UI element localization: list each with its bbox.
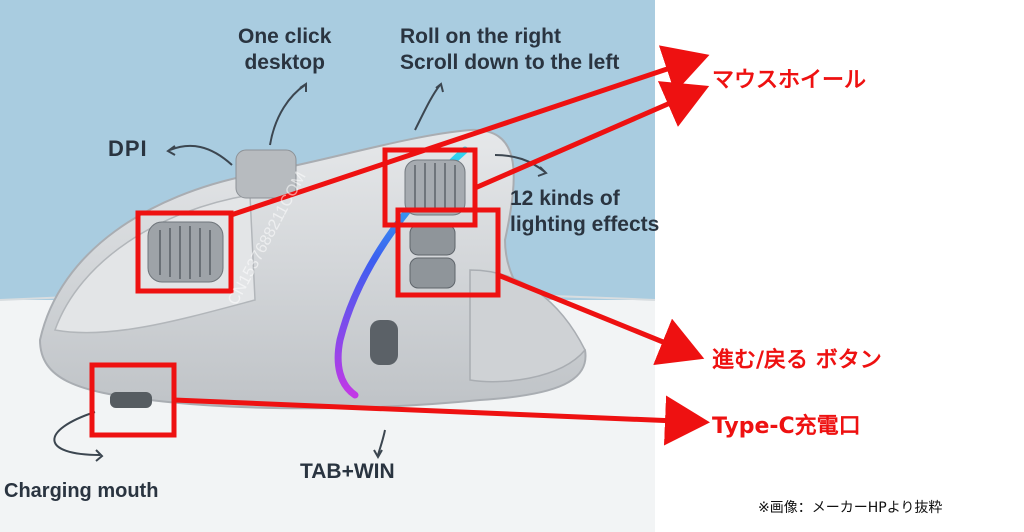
charging-mouth-label: Charging mouth xyxy=(4,480,159,502)
tab-win-callout-arrow xyxy=(377,429,386,456)
charging-arrowhead xyxy=(95,449,104,462)
tab-win-label: TAB+WIN xyxy=(300,460,395,483)
type-c-port-annotation: Type-C充電口 xyxy=(712,414,861,439)
mouse-wheel-annotation: マウスホイール xyxy=(712,68,867,93)
charging-callout-arrow xyxy=(53,411,101,456)
thumb-rest xyxy=(469,269,586,383)
red-arrow-wheel-left xyxy=(230,45,710,218)
lighting-effects-label: 12 kinds of lighting effects xyxy=(510,187,660,236)
highlight-left-wheel xyxy=(135,210,234,294)
one-click-arrowhead xyxy=(299,82,307,92)
one-click-desktop-label: One click desktop xyxy=(238,25,332,74)
red-arrow-wheel-right xyxy=(474,81,710,191)
forward-back-button-annotation: 進む/戻る ボタン xyxy=(712,348,882,373)
image-credit-note: ※画像：メーカーHPより抜粋 xyxy=(758,500,943,516)
dpi-callout-arrow xyxy=(169,144,233,166)
type-c-port-shape xyxy=(110,392,152,408)
roll-scroll-label: Roll on the right Scroll down to the lef… xyxy=(400,25,620,74)
dpi-label: DPI xyxy=(108,136,148,161)
tab-win-arrowhead xyxy=(373,449,383,460)
red-arrow-buttons xyxy=(497,272,705,365)
dpi-arrowhead xyxy=(166,145,176,156)
dpi-button-shape xyxy=(235,149,297,199)
side-button-shape xyxy=(370,320,398,365)
roll-arrowhead xyxy=(435,82,444,93)
left-scroll-wheel xyxy=(147,221,224,283)
roll-callout-arrow xyxy=(414,84,441,131)
highlight-side-buttons xyxy=(395,207,501,298)
forward-button-shape xyxy=(409,224,456,256)
back-button-shape xyxy=(409,257,456,289)
lighting-arrowhead xyxy=(537,166,548,177)
red-arrow-type-c xyxy=(173,395,710,446)
